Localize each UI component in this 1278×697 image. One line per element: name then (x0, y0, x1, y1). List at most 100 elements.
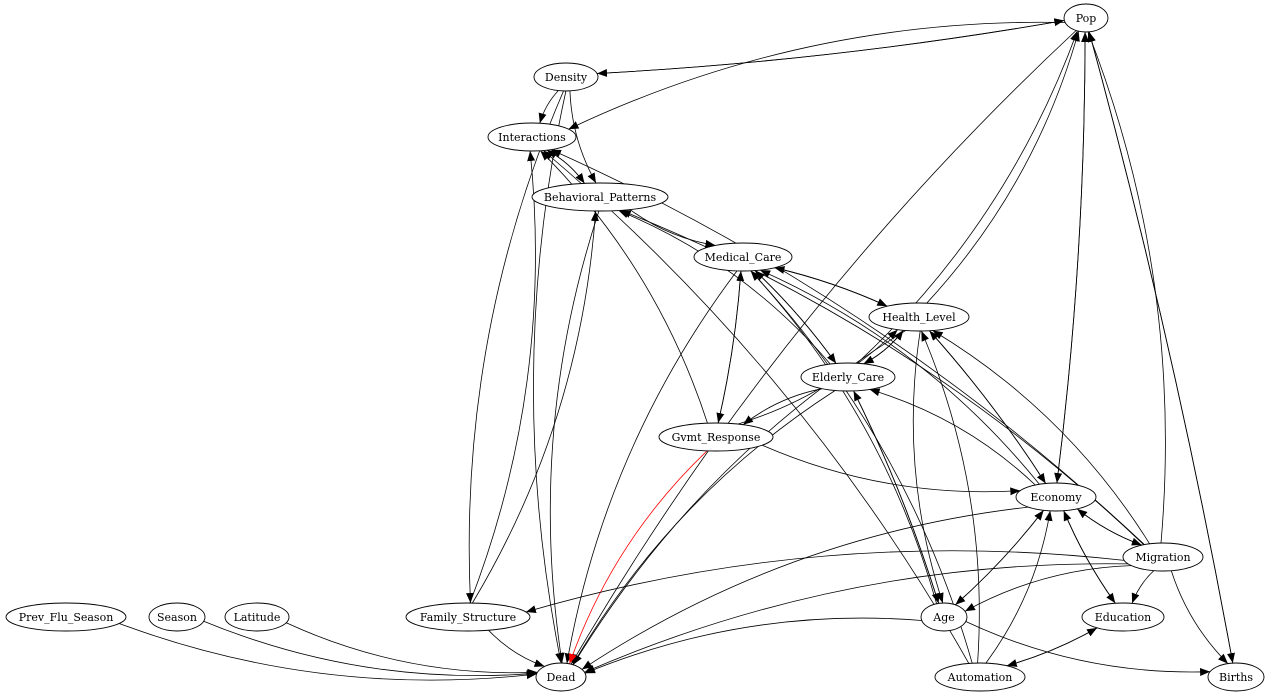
node-dead-ellipse (535, 662, 587, 692)
edge-automation-to-interactions (542, 150, 970, 664)
edge-migration-to-births (1170, 570, 1229, 664)
edge-education-to-economy (1063, 510, 1116, 604)
node-education-label: Education (1095, 611, 1152, 624)
node-prev-flu-season-ellipse (5, 602, 127, 632)
node-behavioral-patterns-ellipse (531, 182, 669, 212)
node-latitude-label: Latitude (234, 611, 281, 624)
edge-pop-to-interactions (568, 21, 1066, 130)
node-interactions: Interactions (487, 122, 577, 152)
node-migration-label: Migration (1135, 551, 1190, 564)
node-behavioral-patterns-label: Behavioral_Patterns (544, 191, 657, 204)
node-medical-care: Medical_Care (693, 242, 793, 272)
edge-automation-to-education (1006, 627, 1098, 667)
node-health-level-label: Health_Level (882, 311, 956, 324)
edge-economy-to-pop (1056, 31, 1090, 484)
edge-density-to-pop (596, 18, 1065, 74)
node-family-structure-label: Family_Structure (420, 611, 516, 624)
node-education: Education (1081, 602, 1165, 632)
edge-health-level-to-medical-care (774, 266, 888, 307)
edge-economy-to-health-level (929, 330, 1047, 484)
node-age-ellipse (920, 602, 968, 632)
edge-age-to-medical-care (750, 270, 937, 604)
node-economy: Economy (1015, 482, 1097, 512)
edge-behavioral-patterns-to-interactions (546, 149, 585, 184)
edge-migration-to-health-level (932, 330, 1150, 545)
edge-migration-to-economy (1076, 508, 1142, 546)
edge-density-to-behavioral-patterns (569, 90, 597, 184)
node-family-structure: Family_Structure (405, 602, 531, 632)
node-automation-ellipse (934, 662, 1026, 692)
node-age: Age (920, 602, 968, 632)
node-health-level-ellipse (868, 302, 970, 332)
node-economy-label: Economy (1030, 491, 1082, 504)
edge-pop-to-density (596, 20, 1065, 77)
edge-health-level-to-age (912, 330, 944, 604)
edge-family-structure-to-interactions (469, 150, 536, 604)
edge-elderly-care-to-dead (572, 390, 836, 665)
edge-gvmt-response-to-interactions (540, 150, 708, 424)
edge-migration-to-pop (1087, 31, 1166, 544)
edge-medical-care-to-elderly-care (754, 270, 837, 364)
node-births-label: Births (1219, 671, 1253, 684)
edge-medical-care-to-dead (564, 270, 738, 664)
node-elderly-care-ellipse (800, 362, 896, 392)
edge-density-to-interactions (538, 90, 559, 124)
edge-migration-to-education (1131, 570, 1155, 604)
edge-economy-to-dead (581, 506, 1029, 670)
edge-migration-to-dead (584, 563, 1129, 673)
edge-automation-to-health-level (921, 330, 980, 664)
edge-family-structure-to-dead (488, 629, 545, 667)
node-density-ellipse (533, 62, 599, 92)
edge-gvmt-response-to-medical-care (717, 270, 745, 424)
edge-automation-to-medical-care (750, 270, 973, 664)
edge-economy-to-age (955, 510, 1044, 606)
node-density: Density (533, 62, 599, 92)
edge-health-level-to-pop (926, 31, 1080, 304)
node-economy-ellipse (1015, 482, 1097, 512)
node-education-ellipse (1081, 602, 1165, 632)
node-interactions-label: Interactions (498, 131, 566, 144)
node-elderly-care: Elderly_Care (800, 362, 896, 392)
node-births: Births (1207, 662, 1265, 692)
nodes: PopDensityInteractionsBehavioral_Pattern… (5, 3, 1265, 692)
node-dead: Dead (535, 662, 587, 692)
edge-age-to-economy (955, 510, 1044, 606)
node-prev-flu-season: Prev_Flu_Season (5, 602, 127, 632)
node-latitude: Latitude (224, 602, 290, 632)
node-season-label: Season (157, 611, 197, 624)
edge-density-to-family-structure (466, 90, 564, 604)
node-elderly-care-label: Elderly_Care (812, 371, 884, 384)
node-medical-care-label: Medical_Care (705, 251, 782, 264)
node-density-label: Density (545, 71, 588, 84)
edge-season-to-dead (203, 620, 537, 678)
node-behavioral-patterns: Behavioral_Patterns (531, 182, 669, 212)
node-migration: Migration (1122, 542, 1204, 572)
node-automation: Automation (934, 662, 1026, 692)
edge-economy-to-medical-care (759, 269, 1040, 485)
edge-medical-care-to-gvmt-response (716, 270, 742, 424)
node-prev-flu-season-label: Prev_Flu_Season (19, 611, 114, 624)
edge-latitude-to-dead (286, 622, 538, 677)
node-season: Season (148, 602, 206, 632)
edge-elderly-care-to-gvmt-response (742, 388, 823, 426)
node-gvmt-response-ellipse (658, 422, 774, 452)
node-pop-label: Pop (1076, 12, 1097, 25)
edge-density-to-dead (533, 90, 567, 664)
node-automation-label: Automation (947, 671, 1013, 684)
edge-health-level-to-economy (929, 330, 1047, 484)
edge-prev-flu-season-to-dead (119, 623, 537, 681)
edge-age-to-births (965, 621, 1211, 677)
edge-behavioral-patterns-to-dead (549, 210, 600, 664)
edge-interactions-to-behavioral-patterns (546, 149, 585, 184)
node-age-label: Age (932, 611, 955, 624)
edge-migration-to-age (964, 565, 1132, 612)
node-migration-ellipse (1122, 542, 1204, 572)
edge-automation-to-economy (985, 510, 1053, 664)
edge-economy-to-migration (1076, 508, 1142, 546)
node-latitude-ellipse (224, 602, 290, 632)
edge-behavioral-patterns-to-medical-care (629, 209, 716, 248)
node-gvmt-response: Gvmt_Response (658, 422, 774, 452)
edge-education-to-automation (1006, 627, 1098, 667)
node-season-ellipse (148, 602, 206, 632)
